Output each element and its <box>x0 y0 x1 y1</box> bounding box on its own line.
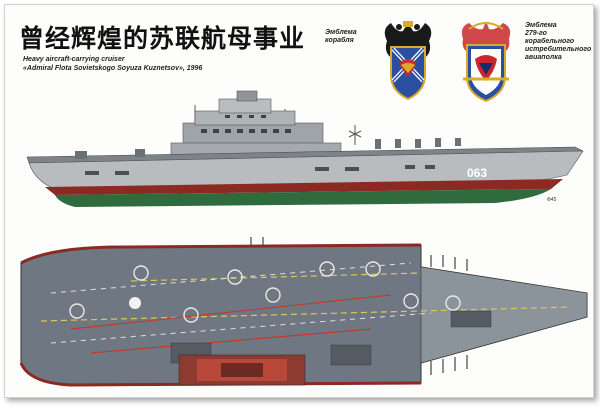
regiment-emblem-caption-line-3: истребительного <box>525 46 592 53</box>
regiment-emblem-icon <box>461 21 511 103</box>
hull-number: 063 <box>467 166 487 180</box>
ship-emblem-caption-line-2: корабля <box>325 37 354 44</box>
poster-frame: 曾经辉煌的苏联航母事业 Heavy aircraft-carrying crui… <box>4 4 594 398</box>
ship-emblem-caption-line-1: Эмблема <box>325 29 357 36</box>
regiment-emblem-caption-line-2: 279-го корабельного <box>525 30 575 45</box>
subtitle-line-1: Heavy aircraft-carrying cruiser <box>23 56 125 63</box>
artist-signature: Ф45 <box>547 197 557 203</box>
regiment-emblem-caption: Эмблема 279-го корабельного истребительн… <box>525 22 593 62</box>
ship-emblem-caption: Эмблема корабля <box>325 29 357 45</box>
regiment-emblem-caption-line-1: Эмблема <box>525 22 557 29</box>
ship-emblem-icon <box>384 21 432 101</box>
island-superstructure <box>170 90 342 156</box>
page-title: 曾经辉煌的苏联航母事业 <box>19 24 306 53</box>
carrier-side-profile: 063 Ф45 <box>26 90 584 207</box>
subtitle: Heavy aircraft-carrying cruiser «Admiral… <box>23 55 202 73</box>
carrier-top-view <box>19 237 588 387</box>
island-top-view <box>178 354 306 386</box>
regiment-emblem-caption-line-4: авиаполка <box>525 54 562 61</box>
subtitle-line-2: «Admiral Flota Sovietskogo Soyuza Kuznet… <box>23 65 203 72</box>
